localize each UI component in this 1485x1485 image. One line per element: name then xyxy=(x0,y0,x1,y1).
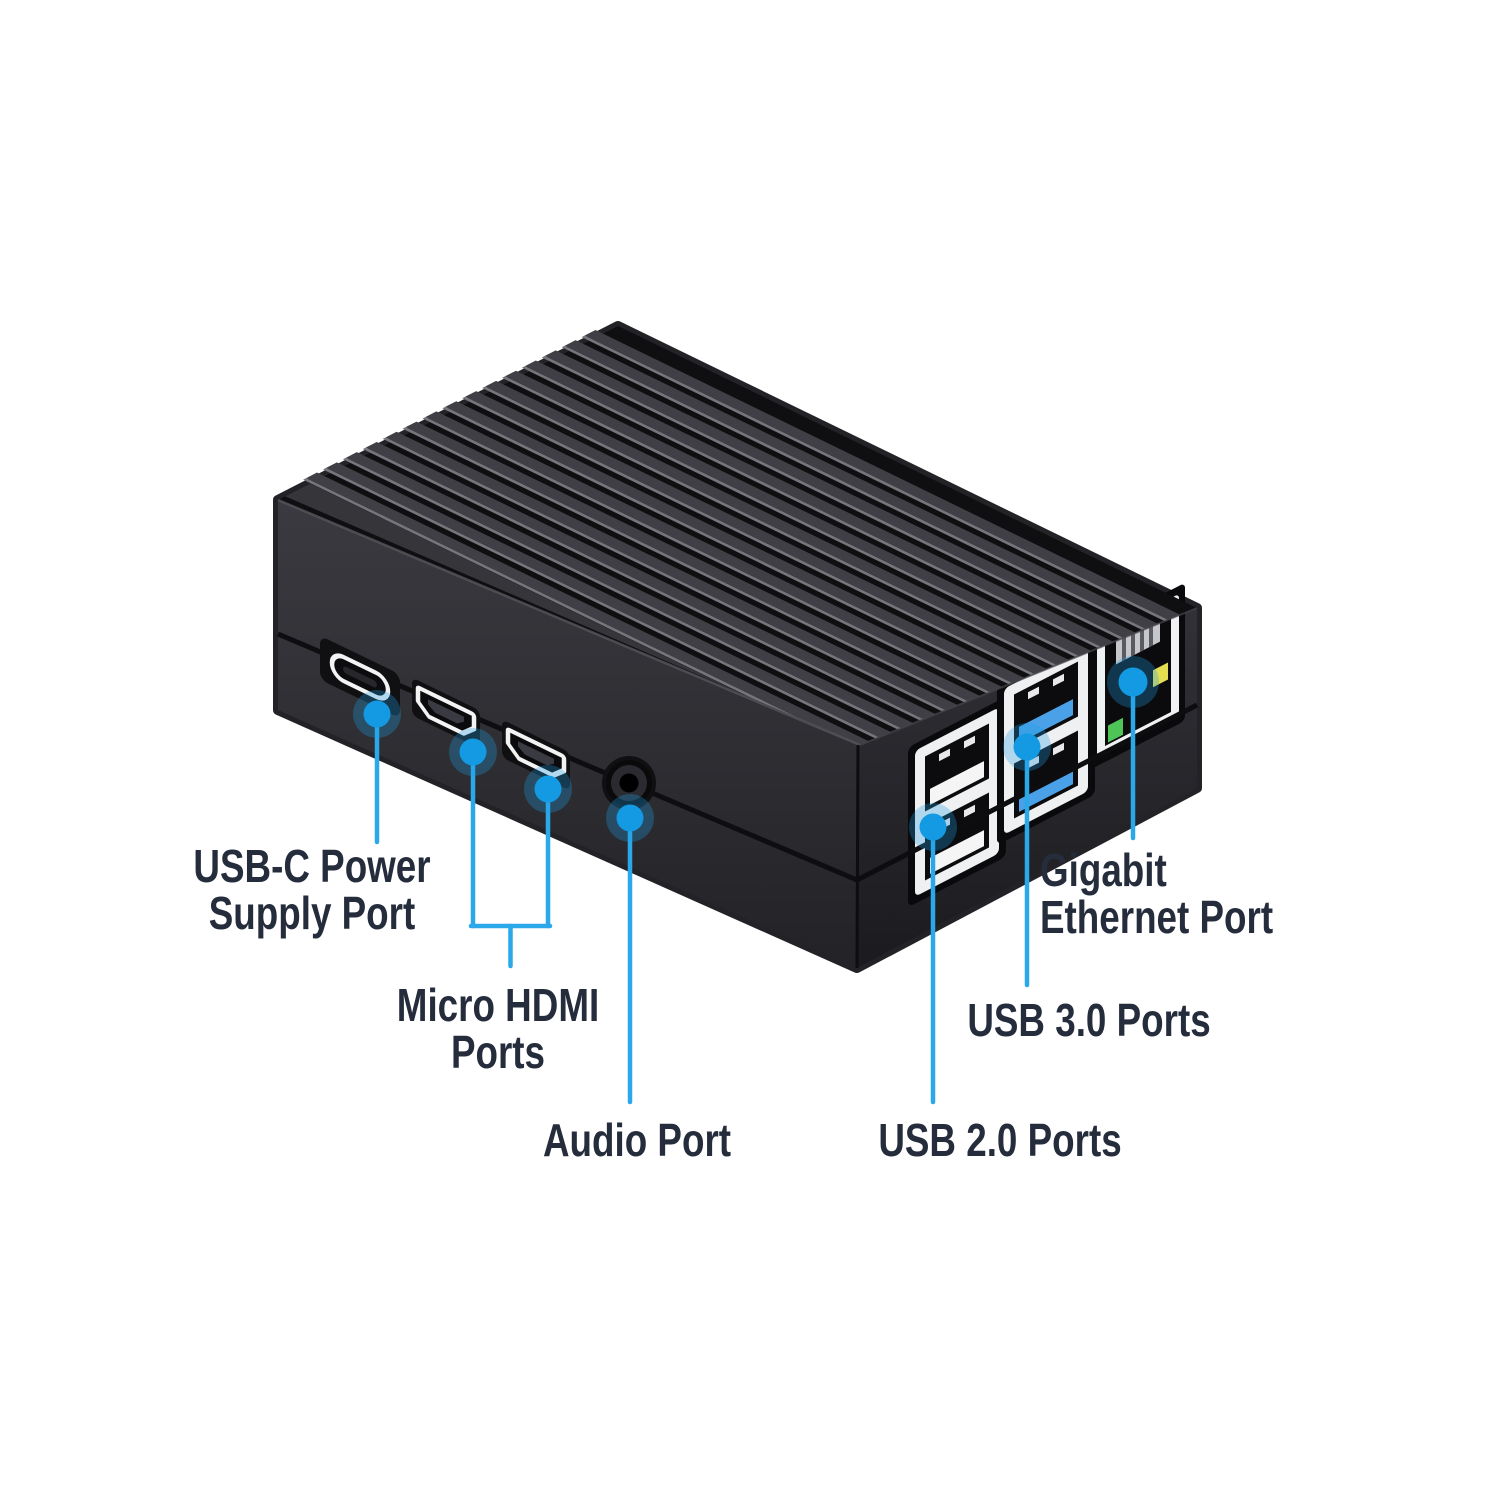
usb-2-callout-dot xyxy=(919,813,947,841)
hdmi-2-callout-dot xyxy=(534,775,562,803)
ethernet-led-green xyxy=(1108,717,1123,743)
audio-callout-dot xyxy=(616,804,644,832)
usb-3-callout-dot xyxy=(1013,733,1041,761)
hdmi-1-callout-dot xyxy=(459,738,487,766)
usb-c-port-icon xyxy=(320,638,400,716)
audio-jack-icon xyxy=(602,756,656,810)
micro-hdmi-port-2-icon xyxy=(502,721,570,789)
callout-dots xyxy=(353,656,1159,851)
case-top-front-edge xyxy=(277,498,861,747)
usb-c-callout-dot xyxy=(363,700,391,728)
callout-label-audio: Audio Port xyxy=(542,1114,732,1166)
case-top-right-edge xyxy=(859,607,1198,746)
case-corner-edge xyxy=(855,744,860,969)
case-front-face xyxy=(277,500,860,968)
callout-label-gigabit-ethernet: Gigabit Ethernet Port xyxy=(1040,844,1274,943)
ethernet-callout-dot xyxy=(1118,667,1148,697)
callout-label-usb-3: USB 3.0 Ports xyxy=(967,994,1211,1046)
callout-lines xyxy=(374,679,1136,1105)
heatsink-fins xyxy=(278,329,1190,745)
callout-label-usb-2: USB 2.0 Ports xyxy=(878,1114,1122,1166)
ethernet-led-yellow xyxy=(1153,662,1168,688)
callout-label-micro-hdmi: Micro HDMI Ports xyxy=(396,979,600,1078)
case-top-face xyxy=(277,326,1198,969)
micro-hdmi-port-1-icon xyxy=(412,679,480,747)
callout-label-usb-c-power: USB-C Power Supply Port xyxy=(193,840,431,939)
